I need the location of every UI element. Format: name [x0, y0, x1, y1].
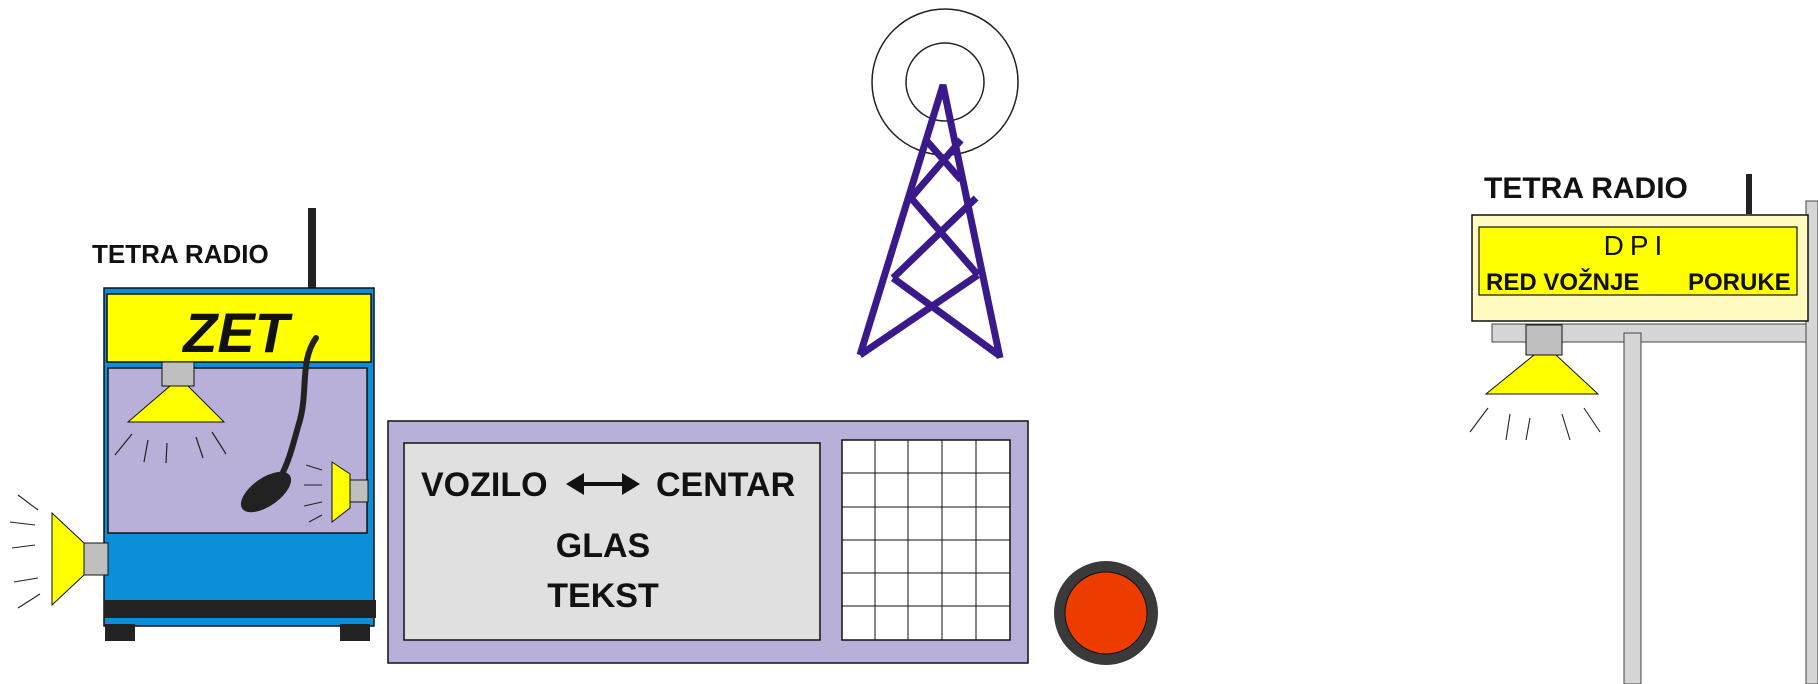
alarm-button-icon [1054, 561, 1158, 665]
console-screen [403, 442, 821, 641]
bus-sign-text: ZET [181, 301, 294, 364]
bus-antenna [308, 208, 316, 290]
bus-microphone-icon [240, 335, 319, 513]
bidirectional-arrow-icon [566, 473, 640, 495]
stop-display-title: DPI [1604, 230, 1669, 261]
bus-wheel-left [105, 624, 135, 641]
stop-pole-right [1805, 200, 1818, 684]
bus-wheel-right [340, 624, 370, 641]
bus-vehicle: TETRA RADIO ZET [9, 208, 376, 641]
stop-display: TETRA RADIO DPI RED VOŽNJE PORUKE [1469, 172, 1818, 684]
stop-bracket [1491, 323, 1807, 343]
bus-destination-sign [106, 293, 372, 363]
driver-console: VOZILO CENTAR GLAS TEKST [387, 420, 1029, 664]
console-keypad [841, 439, 1011, 641]
stop-display-left-label: RED VOŽNJE [1486, 268, 1639, 296]
stop-speaker-icon [1469, 324, 1601, 441]
console-flow-left: VOZILO [421, 466, 548, 504]
stop-display-panel [1478, 226, 1798, 296]
console-line-voice: GLAS [556, 527, 650, 565]
radio-tower-icon [856, 83, 1004, 359]
radio-wave-inner-icon [905, 42, 985, 122]
console-line-text: TEKST [547, 577, 659, 615]
stop-pole-left [1623, 332, 1642, 684]
radio-wave-outer-icon [871, 8, 1019, 156]
bus-window-speaker-icon [303, 461, 369, 524]
bus-radio-label: TETRA RADIO [92, 239, 269, 269]
bus-bumper [104, 600, 376, 618]
bus-interior-lamp-icon [114, 361, 227, 464]
radio-tower [856, 8, 1019, 359]
stop-radio-label: TETRA RADIO [1484, 172, 1688, 205]
console-flow-right: CENTAR [656, 466, 795, 504]
stop-display-right-label: PORUKE [1688, 269, 1791, 296]
bus-external-speaker-icon [9, 494, 109, 609]
bus-window [107, 367, 368, 534]
stop-antenna [1746, 174, 1752, 214]
